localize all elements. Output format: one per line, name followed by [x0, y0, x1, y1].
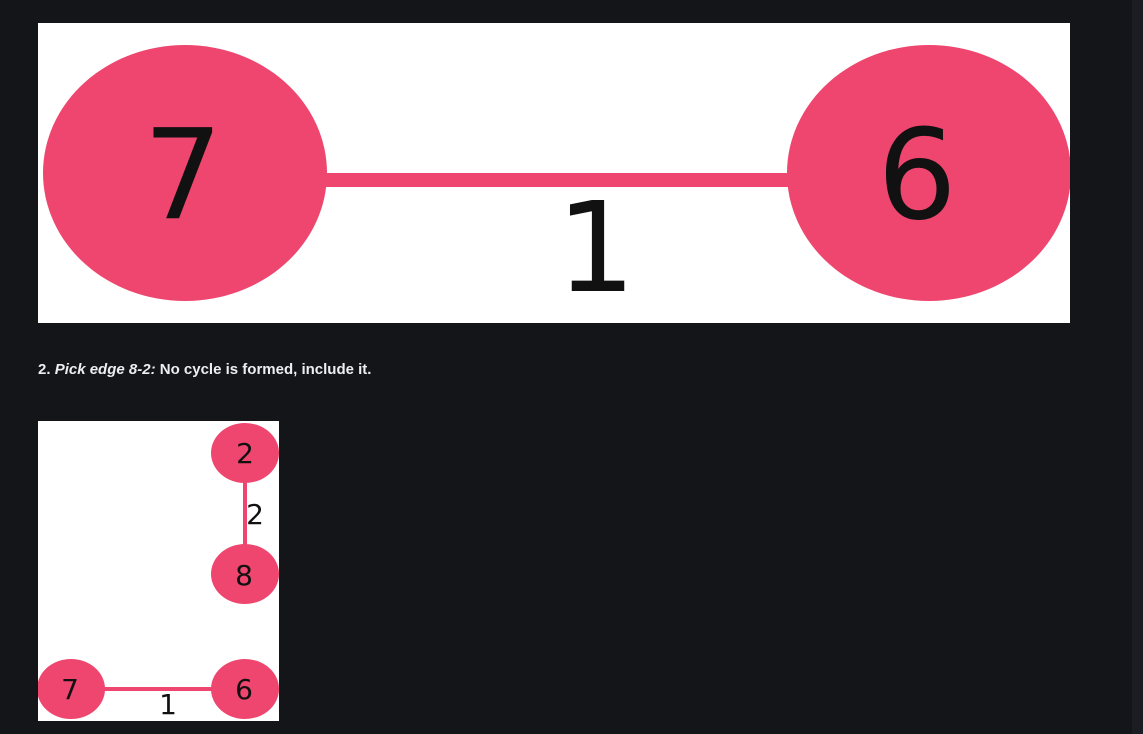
step-text: No cycle is formed, include it. [155, 361, 372, 378]
graph-figure-edges-8-2-and-7-6: 2 8 7 6 2 1 [38, 421, 279, 721]
edge-7-6-weight: 1 [159, 688, 177, 721]
edge-7-6-weight: 1 [556, 176, 636, 321]
node-6-label: 6 [877, 103, 957, 248]
node-2-label: 2 [236, 437, 254, 470]
node-6-label: 6 [235, 673, 253, 706]
edge-8-2-weight: 2 [246, 498, 264, 531]
node-7 [38, 659, 105, 719]
node-2 [211, 423, 279, 483]
graph-svg-top: 7 6 1 [43, 45, 1070, 321]
step-description: 2. Pick edge 8-2: No cycle is formed, in… [38, 360, 371, 380]
node-7-label: 7 [61, 673, 79, 706]
step-emphasis: Pick edge 8-2: [54, 361, 156, 378]
step-number: 2. [38, 361, 51, 378]
page-scrollbar-track[interactable] [1132, 0, 1143, 734]
node-8-label: 8 [235, 559, 253, 592]
node-8 [211, 544, 279, 604]
node-6 [787, 45, 1070, 301]
node-7 [43, 45, 327, 301]
graph-figure-edge-7-6: 7 6 1 [38, 23, 1070, 323]
node-7-label: 7 [143, 103, 223, 248]
node-6 [211, 659, 279, 719]
graph-svg-bottom: 2 8 7 6 2 1 [38, 423, 279, 721]
